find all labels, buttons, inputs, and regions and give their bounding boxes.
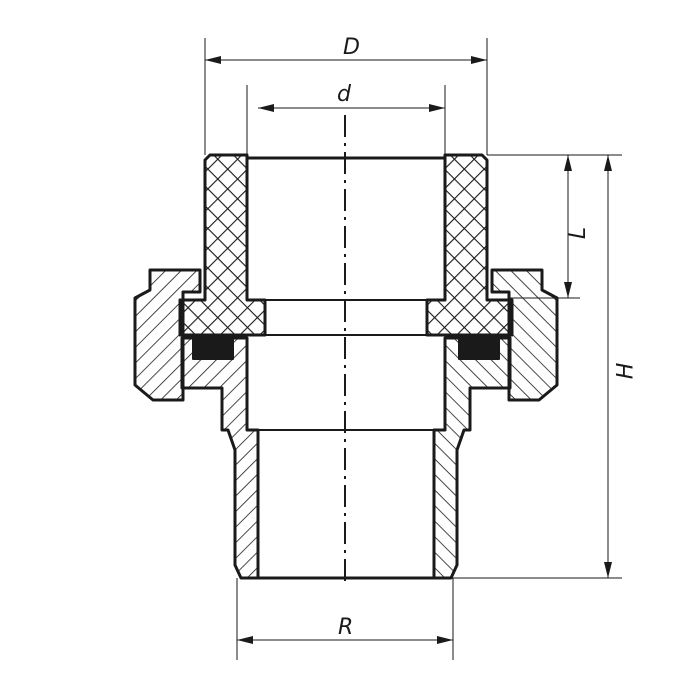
right-half bbox=[425, 153, 559, 580]
label-socket-length: L bbox=[566, 226, 592, 240]
label-height: H bbox=[613, 362, 639, 380]
dimension-lines bbox=[204, 38, 622, 660]
label-outer-diameter: D bbox=[343, 35, 360, 60]
left-half bbox=[133, 153, 267, 580]
label-thread: R bbox=[338, 615, 354, 640]
arrowheads bbox=[205, 56, 612, 644]
label-inner-diameter: d bbox=[337, 82, 351, 107]
